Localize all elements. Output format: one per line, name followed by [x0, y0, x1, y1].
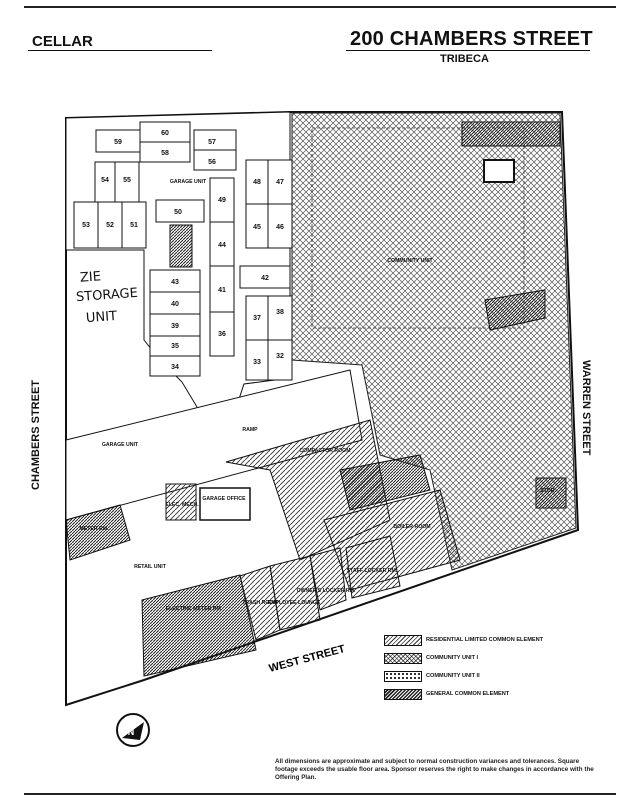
unit-label: 60 — [161, 130, 169, 137]
legend-label: RESIDENTIAL LIMITED COMMON ELEMENT — [426, 637, 544, 643]
title-underline-right — [346, 50, 590, 51]
legend-swatch-dense — [384, 688, 422, 700]
legend-label: COMMUNITY UNIT I — [426, 655, 479, 661]
unit-label: 41 — [218, 287, 226, 294]
unit-label: 45 — [253, 224, 261, 231]
handwritten-note-line1: ZIE — [79, 269, 102, 286]
unit-label: 52 — [106, 222, 114, 229]
unit-label: 58 — [161, 150, 169, 157]
unit-label: 38 — [276, 309, 284, 316]
unit-label: 56 — [208, 159, 216, 166]
building-address: 200 CHAMBERS STREET — [350, 28, 593, 50]
unit-label: 46 — [276, 224, 284, 231]
top-border-rule — [24, 6, 616, 8]
disclaimer-footnote: All dimensions are approximate and subje… — [275, 758, 594, 781]
employee-lounge — [269, 555, 321, 631]
unit-label: 48 — [253, 179, 261, 186]
retail-unit-label: RETAIL UNIT — [134, 564, 167, 570]
title-underline-left — [28, 50, 212, 51]
column-box — [483, 159, 515, 183]
legend-row-residential: RESIDENTIAL LIMITED COMMON ELEMENT — [384, 634, 543, 646]
warren-street-label: WARREN STREET — [580, 360, 592, 456]
elec-mech-room — [165, 483, 197, 521]
unit-label: 36 — [218, 331, 226, 338]
unit-label: 35 — [171, 343, 179, 350]
unit-label: 59 — [114, 139, 122, 146]
unit-label: 47 — [276, 179, 284, 186]
unit-label: 33 — [253, 359, 261, 366]
compass-letter: N — [128, 727, 135, 737]
owners-locker-room — [309, 547, 347, 611]
legend-swatch-cross — [384, 652, 422, 664]
chambers-street-label: CHAMBERS STREET — [30, 379, 42, 490]
boiler-room-label: BOILER ROOM — [393, 524, 430, 530]
unit-label: 53 — [82, 222, 90, 229]
legend-row-community-1: COMMUNITY UNIT I — [384, 652, 478, 664]
unit-label: 37 — [253, 315, 261, 322]
electric-meter-room — [141, 574, 257, 677]
community-unit-label: COMMUNITY UNIT — [387, 258, 433, 264]
elec-mech-label: ELEC. MECH. — [165, 502, 199, 508]
general-element-left — [65, 504, 131, 561]
general-element-right — [484, 289, 546, 331]
garage-unit-top-label: GARAGE UNIT — [170, 179, 207, 185]
legend-row-general: GENERAL COMMON ELEMENT — [384, 688, 509, 700]
unit-label: 42 — [261, 275, 269, 282]
compass-arrow-icon — [122, 722, 144, 740]
employee-lounge-label: EMPLOYEE LOUNGE — [268, 600, 321, 606]
unit-label: 39 — [171, 323, 179, 330]
electric-meter-label: ELECTRIC METER RM. — [166, 606, 223, 612]
unit-label: 55 — [123, 177, 131, 184]
storage-unit-numbers: 59 60 57 58 56 54 55 48 47 49 53 52 51 5… — [82, 130, 284, 371]
general-element-mid — [339, 454, 431, 511]
west-street-label: WEST STREET — [268, 643, 347, 675]
handwritten-note-line3: UNIT — [85, 308, 118, 327]
storage-units-grid — [73, 121, 293, 381]
community-unit-area — [291, 112, 577, 571]
garage-office-box — [199, 487, 251, 521]
owners-locker-label: OWNER'S LOCKER RM. — [297, 588, 356, 594]
legend-label: COMMUNITY UNIT II — [426, 673, 480, 679]
unit-label: 32 — [276, 353, 284, 360]
staff-locker-room — [345, 535, 401, 599]
garage-office-label: GARAGE OFFICE — [202, 496, 246, 502]
unit-label: 34 — [171, 364, 179, 371]
unit-label: 49 — [218, 197, 226, 204]
unit-label: 44 — [218, 242, 226, 249]
bottom-border-rule — [24, 793, 616, 795]
unit-label: 40 — [171, 301, 179, 308]
ramp-label: RAMP — [242, 427, 258, 433]
legend-row-community-2: COMMUNITY UNIT II — [384, 670, 480, 682]
neighborhood-label: TRIBECA — [440, 53, 489, 65]
floor-level-title: CELLAR — [32, 33, 93, 50]
unit-label: 54 — [101, 177, 109, 184]
garage-unit-bottom-label: GARAGE UNIT — [102, 442, 139, 448]
unit-label: 43 — [171, 279, 179, 286]
storage-label: STOR. — [540, 488, 556, 494]
unit-label: 51 — [130, 222, 138, 229]
legend-swatch-diag — [384, 634, 422, 646]
trash-room-label: TRASH ROOM — [242, 600, 277, 606]
unit-label: 57 — [208, 139, 216, 146]
unit-label: 50 — [174, 209, 182, 216]
community-unit-inner — [311, 127, 525, 329]
compactor-room-label: COMPACTOR ROOM — [299, 448, 350, 454]
staff-locker-label: STAFF LOCKER RM. — [347, 568, 398, 574]
general-element-corner — [535, 477, 567, 509]
general-element-top — [461, 121, 561, 147]
stair-core — [169, 224, 193, 268]
meter-room-label: METER RM. — [79, 526, 109, 532]
legend-label: GENERAL COMMON ELEMENT — [426, 691, 510, 697]
legend-swatch-dots — [384, 670, 422, 682]
